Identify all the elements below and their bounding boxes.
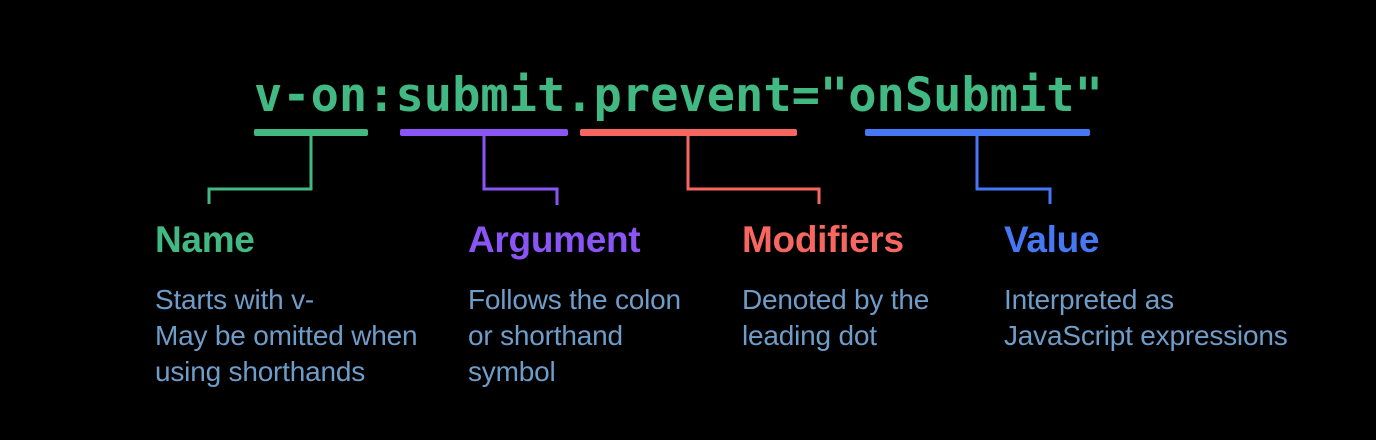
argument-underline-bar — [400, 129, 568, 136]
name-section: Name Starts with v- May be omitted when … — [155, 221, 465, 390]
modifiers-section-description: Denoted by the leading dot — [742, 284, 930, 351]
name-connector-line — [207, 134, 313, 204]
name-section-label: Name — [155, 219, 255, 260]
modifiers-section-label: Modifiers — [742, 219, 904, 260]
name-section-description: Starts with v- May be omitted when using… — [155, 284, 418, 387]
value-underline-bar — [865, 129, 1090, 136]
value-section: Value Interpreted as JavaScript expressi… — [1004, 221, 1314, 354]
name-underline-bar — [254, 129, 368, 136]
value-section-label: Value — [1004, 219, 1100, 260]
modifiers-underline-bar — [580, 129, 797, 136]
modifiers-section: Modifiers Denoted by the leading dot — [742, 221, 1052, 354]
argument-section: Argument Follows the colon or shorthand … — [468, 221, 778, 390]
value-section-description: Interpreted as JavaScript expressions — [1004, 284, 1288, 351]
argument-section-label: Argument — [468, 219, 641, 260]
value-connector-line — [975, 134, 1052, 204]
argument-section-description: Follows the colon or shorthand symbol — [468, 284, 681, 387]
argument-connector-line — [482, 134, 559, 205]
modifiers-connector-line — [686, 134, 821, 204]
directive-code-text: v-on:submit.prevent="onSubmit" — [254, 68, 1103, 123]
